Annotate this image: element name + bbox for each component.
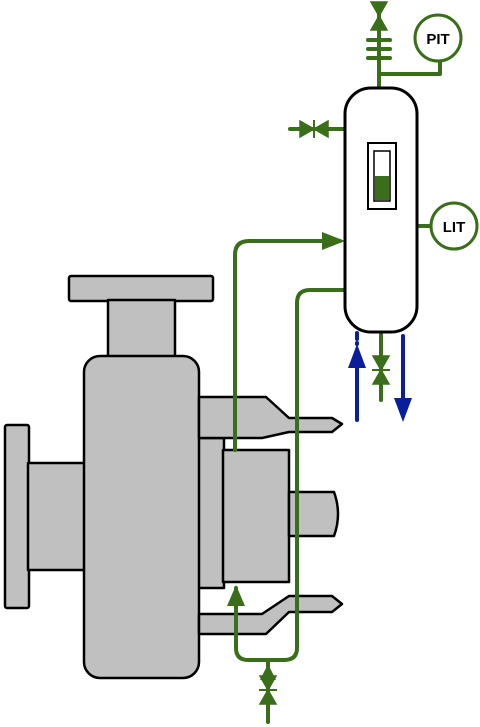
pump-shaft [287,490,340,538]
pump-casing [82,354,201,680]
pressure-transmitter: PIT [413,13,463,63]
suction-nozzle [26,461,88,572]
suction-flange [3,423,31,610]
inlet-arrow [322,232,345,250]
vent-flanges [366,26,392,64]
seal-pot-vessel [343,86,419,334]
lit-tag: LIT [443,219,466,236]
seal-supply-line [233,239,342,452]
jacket-pipe-lower [197,594,344,636]
cooling-inlet-arrow [348,344,366,368]
lit-bubble [429,201,479,251]
seal-return-line [234,288,347,662]
cooling-water [355,331,405,422]
jacket-pipe-upper [197,395,344,440]
seal-gland [221,448,291,584]
centrifugal-pump [3,274,340,680]
seal-return-arrow [227,585,245,606]
cooling-arrows [348,344,412,422]
discharge-neck [106,298,177,360]
pit-tag: PIT [426,31,449,48]
vent-valve [369,1,389,31]
valves [258,1,391,705]
seal-housing [196,436,226,590]
pit-bubble [413,13,463,63]
pit-tap-line [377,58,442,76]
level-gauge-fill [375,176,389,200]
discharge-flange [67,274,215,303]
cooling-outlet-arrow [394,398,412,422]
level-transmitter: LIT [429,201,479,251]
